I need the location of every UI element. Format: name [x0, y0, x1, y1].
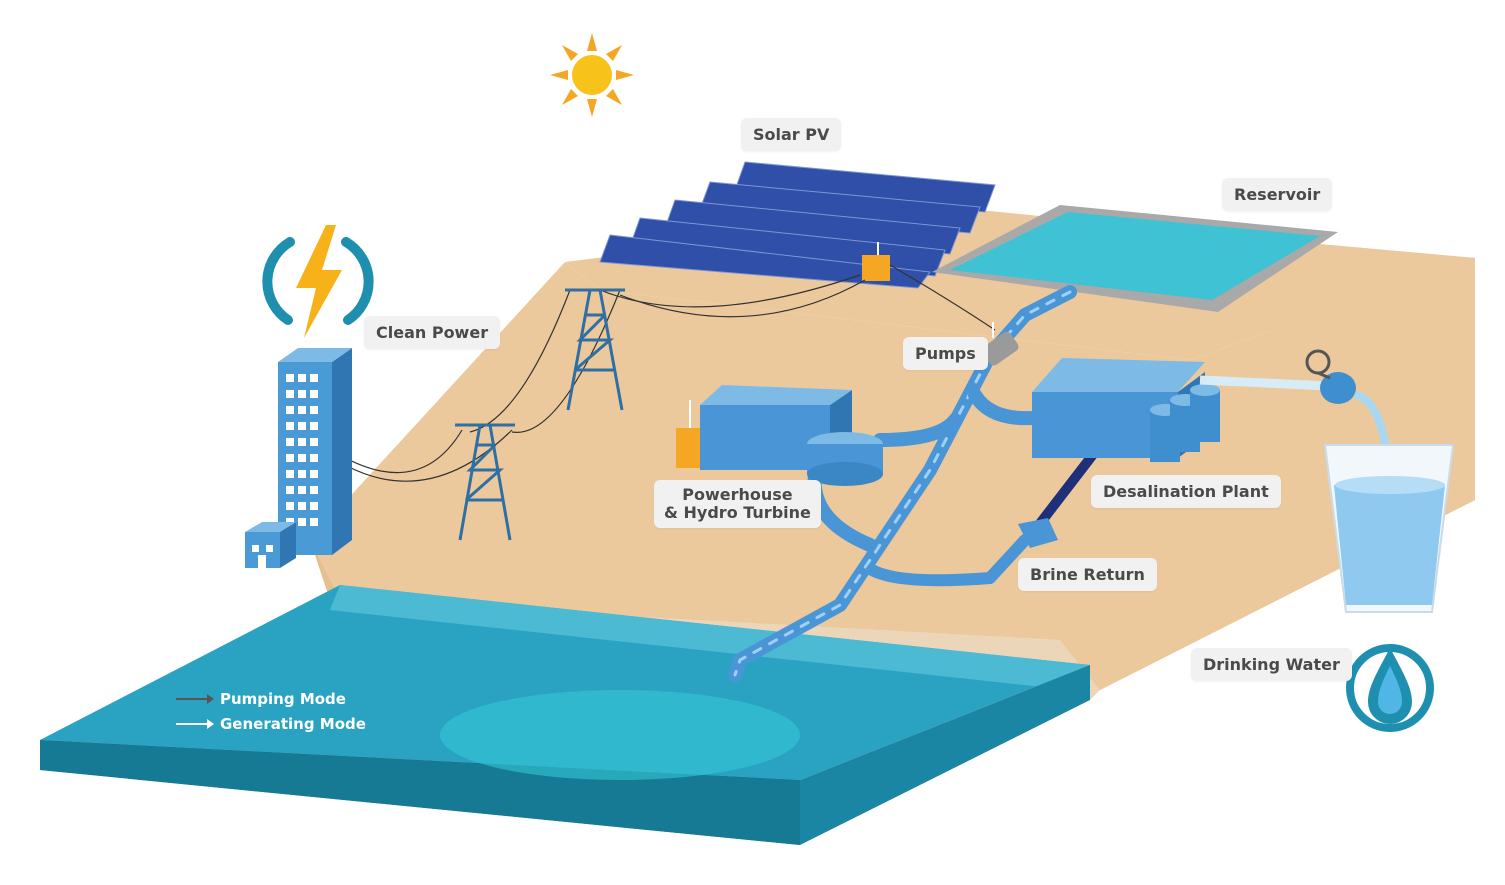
label-drinking-water: Drinking Water: [1191, 648, 1352, 681]
label-desalination-plant: Desalination Plant: [1091, 475, 1281, 508]
outflow-plume: [440, 690, 800, 780]
sun-icon: [550, 33, 634, 117]
sea: [40, 585, 1090, 845]
pumping-arrow-icon: [176, 693, 214, 705]
city-building: [245, 348, 352, 568]
transmission-lines: [339, 264, 996, 482]
label-powerhouse-line1: Powerhouse: [682, 485, 793, 504]
label-powerhouse-line2: & Hydro Turbine: [664, 503, 811, 522]
water-drop-icon: [1346, 644, 1434, 732]
powerhouse: [676, 385, 883, 486]
brine-return-pipe: [1018, 443, 1103, 548]
inverter-box: [862, 242, 890, 281]
drinking-water-glass: [1323, 391, 1455, 613]
legend-generating-mode-text: Generating Mode: [220, 714, 366, 733]
transmission-tower: [455, 288, 625, 541]
legend-pumping-mode: Pumping Mode: [176, 686, 366, 711]
label-reservoir: Reservoir: [1222, 178, 1333, 211]
pumps: [981, 322, 1019, 366]
label-clean-power: Clean Power: [364, 316, 501, 349]
lightning-power-icon: [262, 225, 374, 338]
generating-arrow-icon: [176, 718, 214, 730]
label-pumps: Pumps: [903, 337, 988, 370]
reservoir: [932, 205, 1338, 312]
label-powerhouse: Powerhouse & Hydro Turbine: [654, 480, 821, 528]
legend-pumping-mode-text: Pumping Mode: [220, 689, 346, 708]
legend-generating-mode: Generating Mode: [176, 711, 366, 736]
label-solar-pv: Solar PV: [741, 118, 842, 151]
label-brine-return: Brine Return: [1018, 558, 1157, 591]
legend: Pumping Mode Generating Mode: [176, 686, 366, 736]
desalination-plant: [1032, 349, 1356, 462]
